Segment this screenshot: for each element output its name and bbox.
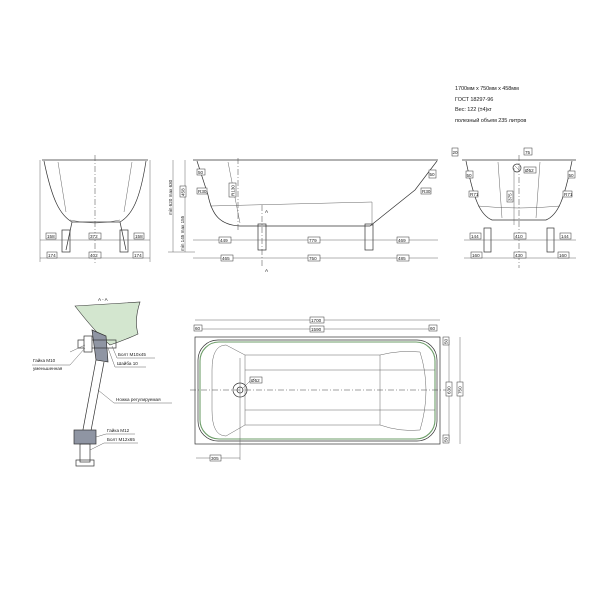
callout-nut-m10: Гайка М10: [33, 357, 56, 363]
front-dim-right-offset: 158: [135, 234, 143, 239]
spec-standard: ГОСТ 18297-96: [455, 96, 494, 103]
end-dim-drain-dia: Ø52: [525, 168, 534, 173]
callout-bolt-m10: Болт М10х45: [118, 352, 146, 357]
end-dim-slope-right: R71: [564, 192, 573, 197]
end-dim-foot-left: 160: [472, 253, 480, 258]
top-dim-rim-bottom: 50: [444, 436, 449, 442]
top-dim-width-inner: 630: [447, 386, 452, 394]
end-dim-inner: 410: [515, 234, 523, 239]
section-mark-bottom: A: [265, 268, 269, 273]
top-dim-drain-offset: 305: [211, 456, 219, 461]
top-dim-drain-dia: Ø52: [251, 378, 260, 383]
side-dim-height-rim: 458: [181, 188, 186, 196]
side-dim-left-leg-base: 465: [222, 256, 230, 261]
callout-nut-m10-sub: уменьшенная: [33, 366, 63, 371]
callout-bolt-m12: Болт М12х65: [107, 437, 135, 442]
section-detail: A - A Гайка М10 уменьшенная Болт М10х45 …: [32, 297, 172, 467]
section-mark-top: A: [265, 209, 269, 214]
top-dim-rim-top: 50: [444, 338, 449, 344]
front-view: 158 372 158 174 402 174: [39, 155, 151, 265]
end-dim-rim-right: 50: [569, 173, 575, 178]
end-dim-drain-offset: 75: [525, 150, 531, 155]
front-dim-foot-left: 174: [48, 253, 56, 258]
callout-leg: Ножка регулируемая: [116, 397, 161, 402]
side-dim-rim-top: 50: [198, 170, 204, 175]
spec-volume: полезный объем 235 литров: [455, 117, 527, 124]
side-dim-left-leg: 449: [220, 238, 228, 243]
front-dim-foot-right: 174: [134, 253, 142, 258]
top-view: 305 Ø52 1700 1590 60 60 630 750 50 50: [190, 316, 464, 462]
top-dim-width-total: 750: [458, 386, 463, 394]
callout-nut-m12: Гайка М12: [107, 427, 130, 433]
end-dim-right-offset: 144: [561, 234, 569, 239]
end-dim-foot-span: 430: [515, 253, 523, 258]
front-dim-foot-span: 402: [90, 253, 98, 258]
side-dim-slope-a: R30: [198, 189, 207, 194]
callout-washer: Шайба 10: [117, 360, 138, 366]
spec-weight: Вес: 122 (±4)кг: [455, 107, 492, 113]
end-dim-slope-left: R71: [470, 192, 479, 197]
spec-block: 1700мм х 750мм х 458мм ГОСТ 18297-96 Вес…: [455, 84, 526, 126]
top-dim-length-total: 1700: [311, 318, 322, 323]
side-dim-right-leg-base: 485: [398, 256, 406, 261]
section-title: A - A: [98, 297, 109, 302]
top-dim-rim-right: 60: [430, 326, 436, 331]
top-dim-rim-left: 60: [195, 326, 201, 331]
end-dim-foot-right: 160: [559, 253, 567, 258]
end-dim-drain-height: 375: [508, 193, 513, 201]
front-dim-inner: 372: [90, 234, 98, 239]
end-dim-rim-left: 50: [467, 173, 473, 178]
side-dim-right-leg: 469: [398, 238, 406, 243]
side-dim-base-span: 750: [309, 256, 317, 261]
end-dim-left-offset: 144: [471, 234, 479, 239]
side-view: min 620 max 630 458 min 145 max 155 50 R…: [168, 158, 438, 273]
top-dim-length-inner: 1590: [311, 327, 322, 332]
side-dim-height-leg: min 145 max 155: [180, 215, 185, 251]
side-dim-slope-b: R130: [231, 185, 236, 196]
side-dim-height-total: min 620 max 630: [168, 179, 173, 215]
spec-dimensions: 1700мм х 750мм х 458мм: [455, 86, 519, 92]
end-dim-rim-thk: 20: [453, 150, 459, 155]
front-dim-left-offset: 158: [47, 234, 55, 239]
side-dim-slope-right: R30: [422, 189, 431, 194]
side-dim-leg-span: 779: [309, 238, 317, 243]
side-dim-rim-right: 50: [430, 172, 436, 177]
end-view: 20 75 Ø52 375 50 50 R71 R71 144 410 144 …: [451, 147, 576, 268]
